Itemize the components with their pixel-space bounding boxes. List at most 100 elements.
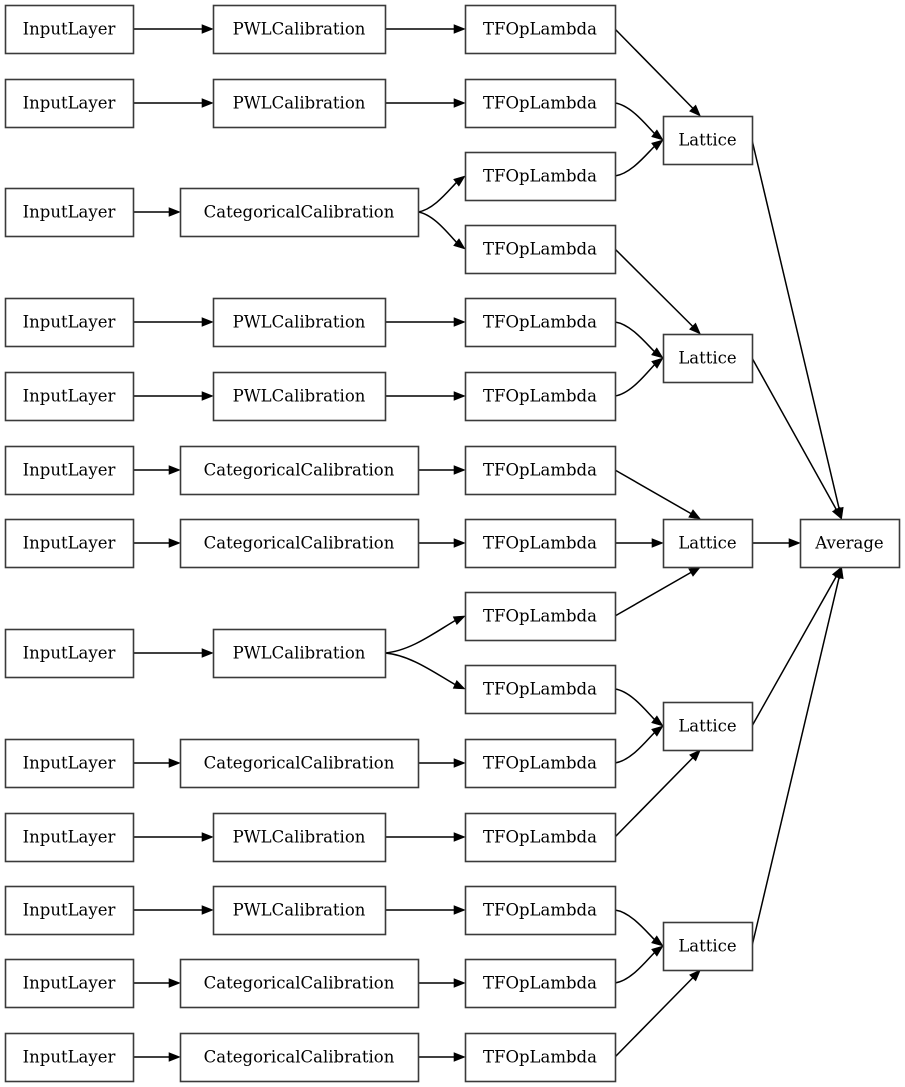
node-tfoplambda-lam8[interactable]: TFOpLambda: [464, 518, 617, 569]
node-box[interactable]: [4, 187, 135, 238]
node-box[interactable]: [464, 371, 617, 422]
node-inputlayer-in1[interactable]: InputLayer: [4, 4, 135, 55]
node-box[interactable]: [464, 812, 617, 863]
node-pwlcalibration-cal1[interactable]: PWLCalibration: [212, 4, 387, 55]
node-pwlcalibration-cal2[interactable]: PWLCalibration: [212, 78, 387, 129]
node-box[interactable]: [464, 664, 617, 715]
node-box[interactable]: [4, 885, 135, 936]
node-tfoplambda-lam4[interactable]: TFOpLambda: [464, 224, 617, 275]
node-label: PWLCalibration: [233, 387, 366, 406]
node-box[interactable]: [464, 885, 617, 936]
node-categoricalcalibration-cal3[interactable]: CategoricalCalibration: [179, 187, 420, 238]
node-box[interactable]: [212, 885, 387, 936]
node-box[interactable]: [464, 518, 617, 569]
node-box[interactable]: [464, 591, 617, 642]
node-tfoplambda-lam14[interactable]: TFOpLambda: [464, 958, 617, 1009]
node-lattice-lat4[interactable]: Lattice: [662, 701, 754, 752]
node-box[interactable]: [662, 518, 754, 569]
node-tfoplambda-lam1[interactable]: TFOpLambda: [464, 4, 617, 55]
node-inputlayer-in2[interactable]: InputLayer: [4, 78, 135, 129]
arrowhead-icon: [201, 648, 214, 658]
node-tfoplambda-lam15[interactable]: TFOpLambda: [464, 1032, 617, 1083]
node-lattice-lat2[interactable]: Lattice: [662, 333, 754, 384]
node-tfoplambda-lam10[interactable]: TFOpLambda: [464, 664, 617, 715]
node-box[interactable]: [212, 812, 387, 863]
node-inputlayer-in12[interactable]: InputLayer: [4, 958, 135, 1009]
node-lattice-lat5[interactable]: Lattice: [662, 921, 754, 972]
node-lattice-lat3[interactable]: Lattice: [662, 518, 754, 569]
node-pwlcalibration-cal11[interactable]: PWLCalibration: [212, 885, 387, 936]
node-inputlayer-in13[interactable]: InputLayer: [4, 1032, 135, 1083]
arrowhead-icon: [168, 758, 181, 768]
node-pwlcalibration-cal8[interactable]: PWLCalibration: [212, 628, 387, 679]
node-box[interactable]: [4, 4, 135, 55]
node-inputlayer-in3[interactable]: InputLayer: [4, 187, 135, 238]
node-box[interactable]: [464, 78, 617, 129]
node-box[interactable]: [4, 628, 135, 679]
node-box[interactable]: [662, 921, 754, 972]
node-box[interactable]: [464, 958, 617, 1009]
node-inputlayer-in5[interactable]: InputLayer: [4, 371, 135, 422]
node-lattice-lat1[interactable]: Lattice: [662, 115, 754, 166]
node-box[interactable]: [212, 78, 387, 129]
node-box[interactable]: [212, 297, 387, 348]
node-box[interactable]: [179, 187, 420, 238]
node-box[interactable]: [4, 812, 135, 863]
node-box[interactable]: [212, 628, 387, 679]
node-box[interactable]: [4, 958, 135, 1009]
node-box[interactable]: [662, 333, 754, 384]
node-box[interactable]: [212, 4, 387, 55]
node-inputlayer-in7[interactable]: InputLayer: [4, 518, 135, 569]
node-box[interactable]: [464, 224, 617, 275]
node-box[interactable]: [4, 518, 135, 569]
edge-in11-to-cal11: [133, 905, 214, 915]
node-box[interactable]: [179, 445, 420, 496]
node-box[interactable]: [799, 518, 901, 569]
node-box[interactable]: [464, 738, 617, 789]
node-box[interactable]: [4, 297, 135, 348]
node-box[interactable]: [464, 445, 617, 496]
node-inputlayer-in6[interactable]: InputLayer: [4, 445, 135, 496]
node-box[interactable]: [212, 371, 387, 422]
node-box[interactable]: [179, 738, 420, 789]
node-box[interactable]: [464, 1032, 617, 1083]
node-inputlayer-in9[interactable]: InputLayer: [4, 738, 135, 789]
node-tfoplambda-lam3[interactable]: TFOpLambda: [464, 151, 617, 202]
node-tfoplambda-lam9[interactable]: TFOpLambda: [464, 591, 617, 642]
node-box[interactable]: [662, 701, 754, 752]
node-categoricalcalibration-cal13[interactable]: CategoricalCalibration: [179, 1032, 420, 1083]
node-inputlayer-in11[interactable]: InputLayer: [4, 885, 135, 936]
node-tfoplambda-lam13[interactable]: TFOpLambda: [464, 885, 617, 936]
node-box[interactable]: [4, 1032, 135, 1083]
node-box[interactable]: [4, 78, 135, 129]
node-tfoplambda-lam12[interactable]: TFOpLambda: [464, 812, 617, 863]
node-categoricalcalibration-cal7[interactable]: CategoricalCalibration: [179, 518, 420, 569]
node-average-avg[interactable]: Average: [799, 518, 901, 569]
node-pwlcalibration-cal5[interactable]: PWLCalibration: [212, 371, 387, 422]
arrowhead-icon: [201, 24, 214, 34]
node-pwlcalibration-cal10[interactable]: PWLCalibration: [212, 812, 387, 863]
node-tfoplambda-lam6[interactable]: TFOpLambda: [464, 371, 617, 422]
node-inputlayer-in4[interactable]: InputLayer: [4, 297, 135, 348]
node-tfoplambda-lam11[interactable]: TFOpLambda: [464, 738, 617, 789]
node-box[interactable]: [4, 738, 135, 789]
node-box[interactable]: [662, 115, 754, 166]
node-categoricalcalibration-cal6[interactable]: CategoricalCalibration: [179, 445, 420, 496]
node-tfoplambda-lam7[interactable]: TFOpLambda: [464, 445, 617, 496]
node-categoricalcalibration-cal12[interactable]: CategoricalCalibration: [179, 958, 420, 1009]
node-box[interactable]: [464, 4, 617, 55]
node-box[interactable]: [179, 958, 420, 1009]
node-box[interactable]: [4, 371, 135, 422]
node-pwlcalibration-cal4[interactable]: PWLCalibration: [212, 297, 387, 348]
node-box[interactable]: [464, 151, 617, 202]
node-box[interactable]: [179, 1032, 420, 1083]
node-tfoplambda-lam2[interactable]: TFOpLambda: [464, 78, 617, 129]
arrowhead-icon: [651, 357, 664, 369]
node-box[interactable]: [4, 445, 135, 496]
node-inputlayer-in8[interactable]: InputLayer: [4, 628, 135, 679]
node-box[interactable]: [464, 297, 617, 348]
node-categoricalcalibration-cal9[interactable]: CategoricalCalibration: [179, 738, 420, 789]
node-inputlayer-in10[interactable]: InputLayer: [4, 812, 135, 863]
node-tfoplambda-lam5[interactable]: TFOpLambda: [464, 297, 617, 348]
node-box[interactable]: [179, 518, 420, 569]
